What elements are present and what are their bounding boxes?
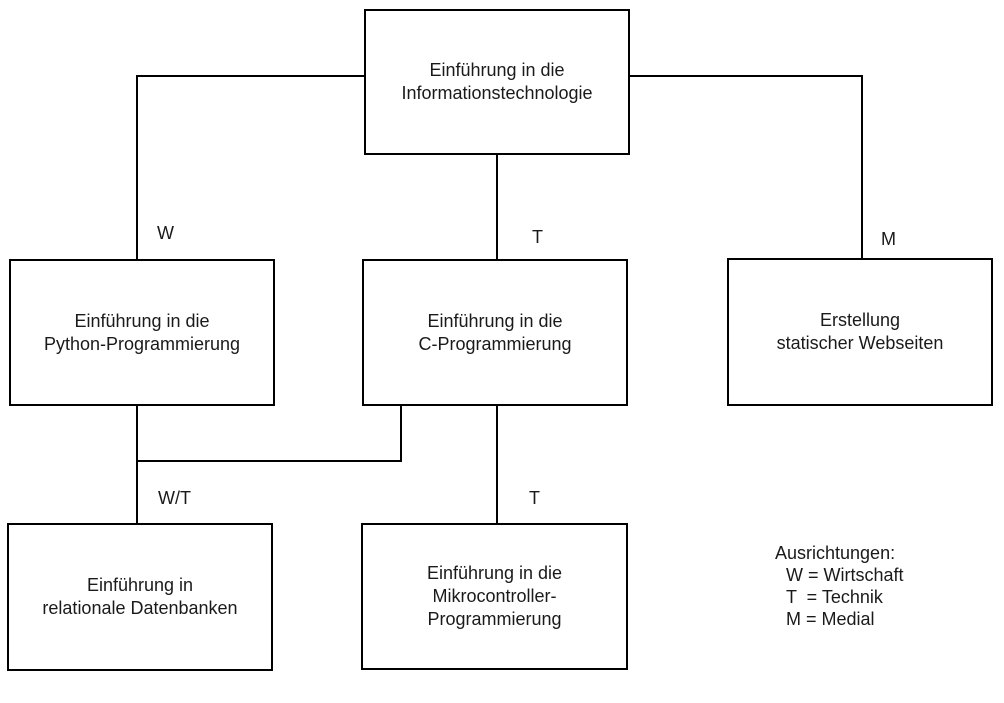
node-relationale-datenbanken: Einführung in relationale Datenbanken [7, 523, 273, 671]
node-mikrocontroller-programmierung-label: Einführung in die Mikrocontroller- Progr… [426, 563, 563, 629]
node-informationstechnologie-label: Einführung in die Informationstechnologi… [401, 60, 593, 103]
node-relationale-datenbanken-label: Einführung in relationale Datenbanken [42, 575, 238, 618]
edge-it-to-webseiten-horizontal [630, 75, 862, 77]
legend-entry-wirtschaft: W = Wirtschaft [786, 565, 904, 585]
legend-entry-technik: T = Technik [786, 587, 883, 607]
node-c-programmierung-label: Einführung in die C-Programmierung [418, 310, 572, 354]
edge-label-wt: W/T [158, 488, 191, 508]
node-mikrocontroller-programmierung: Einführung in die Mikrocontroller- Progr… [361, 523, 628, 670]
node-informationstechnologie: Einführung in die Informationstechnologi… [364, 9, 630, 155]
edge-label-t2: T [529, 488, 540, 508]
edge-junction-horizontal [136, 460, 402, 462]
node-statische-webseiten-label: Erstellung statischer Webseiten [776, 310, 944, 353]
edge-label-t: T [532, 227, 543, 247]
node-c-programmierung: Einführung in die C-Programmierung [362, 259, 628, 406]
edge-it-to-python-vertical [136, 75, 138, 259]
edge-label-w: W [157, 223, 174, 243]
edge-it-to-python-horizontal [137, 75, 364, 77]
legend-entry-medial: M = Medial [786, 609, 875, 629]
node-python-programmierung: Einführung in die Python-Programmierung [9, 259, 275, 406]
node-statische-webseiten: Erstellung statischer Webseiten [727, 258, 993, 406]
edge-c-to-junction-vertical [400, 406, 402, 462]
node-python-programmierung-label: Einführung in die Python-Programmierung [43, 310, 241, 354]
legend-title: Ausrichtungen: [775, 543, 896, 563]
edge-python-to-datenbanken-vertical [136, 406, 138, 523]
edge-it-to-webseiten-vertical [861, 75, 863, 258]
edge-label-m: M [881, 229, 896, 249]
legend: Ausrichtungen: W = Wirtschaft T = Techni… [775, 542, 904, 630]
edge-it-to-c-vertical [496, 155, 498, 259]
edge-c-to-mikrocontroller-vertical [496, 406, 498, 523]
